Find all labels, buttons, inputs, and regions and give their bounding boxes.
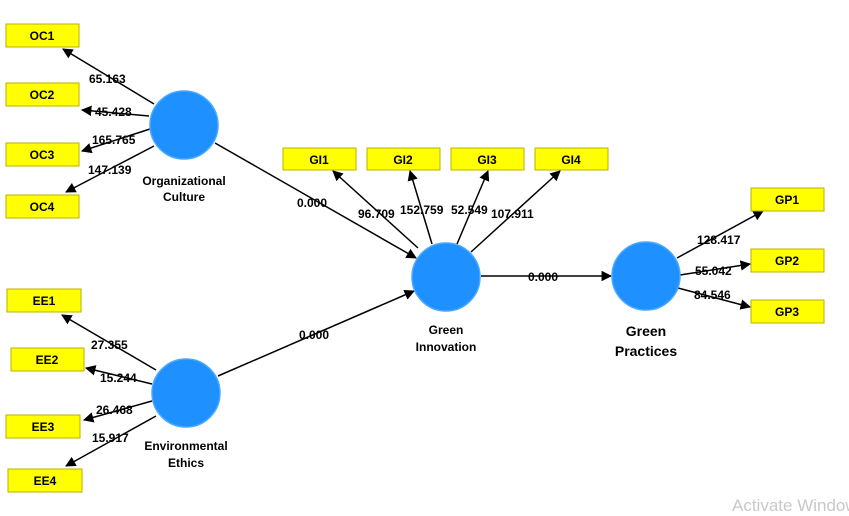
loading-oc2: 45.428 (95, 105, 132, 119)
loading-oc4: 147.139 (88, 163, 132, 177)
indicator-gp3: GP3 (750, 299, 825, 324)
svg-text:OC2: OC2 (30, 88, 55, 102)
indicator-gp1: GP1 (750, 187, 825, 212)
svg-text:EE3: EE3 (32, 420, 55, 434)
latent-gi-label-1: Green (429, 323, 464, 337)
edge-gi-gi3 (456, 170, 490, 245)
latent-ee-label-1: Environmental (144, 439, 227, 453)
indicator-gi2: GI2 (366, 147, 441, 171)
loading-gp3: 84.546 (694, 288, 731, 302)
svg-text:EE4: EE4 (34, 474, 57, 488)
latent-gp-label-1: Green (626, 323, 666, 339)
indicator-oc4: OC4 (5, 194, 80, 219)
edge-oc-oc3 (81, 128, 151, 154)
edge-gp-gp3 (677, 287, 752, 310)
indicator-gi1: GI1 (282, 147, 357, 171)
svg-text:GP2: GP2 (775, 254, 799, 268)
indicator-gp2: GP2 (750, 248, 825, 273)
loading-gp2: 55.042 (695, 264, 732, 278)
edge-ee-ee1 (61, 314, 157, 371)
indicator-gi4: GI4 (534, 147, 609, 171)
loading-oc3: 165.765 (92, 133, 136, 147)
edge-gi-gi4 (470, 170, 561, 253)
latent-oc-label-2: Culture (163, 190, 205, 204)
latent-gp-circle (611, 241, 681, 311)
edge-gp-gp1 (676, 210, 764, 259)
svg-text:OC1: OC1 (30, 29, 55, 43)
edge-gi-gi1 (332, 170, 419, 249)
svg-text:GI3: GI3 (477, 153, 497, 167)
path-oc-gi (214, 142, 417, 259)
loading-gi1: 96.709 (358, 207, 395, 221)
svg-text:GI4: GI4 (561, 153, 581, 167)
indicator-oc1: OC1 (5, 23, 80, 48)
indicator-ee2: EE2 (10, 347, 85, 372)
latent-gp-label-2: Practices (615, 343, 677, 359)
edge-gp-gp2 (679, 260, 752, 276)
latent-ee-circle (151, 358, 221, 428)
edge-oc-oc1 (62, 48, 155, 105)
svg-text:EE2: EE2 (36, 353, 59, 367)
svg-text:GI2: GI2 (393, 153, 413, 167)
svg-text:OC4: OC4 (30, 200, 55, 214)
edge-ee-ee2 (84, 365, 153, 385)
loading-gi3: 52.549 (451, 203, 488, 217)
loading-ee1: 27.355 (91, 338, 128, 352)
indicator-oc2: OC2 (5, 82, 80, 107)
svg-text:GI1: GI1 (309, 153, 329, 167)
loading-ee2: 15.244 (100, 371, 137, 385)
path-label-oc-gi: 0.000 (297, 196, 327, 210)
indicator-gi3: GI3 (450, 147, 525, 171)
loading-gp1: 128.417 (697, 233, 741, 247)
loading-gi2: 152.759 (400, 203, 444, 217)
indicator-ee3: EE3 (5, 414, 81, 439)
path-label-gi-gp: 0.000 (528, 270, 558, 284)
path-ee-gi (217, 289, 415, 377)
edge-ee-ee3 (82, 400, 153, 423)
indicator-oc3: OC3 (5, 142, 80, 167)
edge-oc-oc2 (80, 105, 150, 117)
latent-gi-label-2: Innovation (416, 340, 477, 354)
loading-oc1: 65.163 (89, 72, 126, 86)
edge-gi-gi2 (407, 169, 433, 245)
activate-windows-watermark: Activate Windows (732, 496, 849, 515)
svg-text:OC3: OC3 (30, 148, 55, 162)
indicator-ee1: EE1 (6, 288, 82, 313)
loading-ee3: 26.468 (96, 403, 133, 417)
latent-oc-circle (149, 90, 219, 160)
edge-oc-oc4 (65, 145, 155, 193)
indicator-ee4: EE4 (7, 468, 83, 493)
latent-gi-circle (411, 242, 481, 312)
svg-text:EE1: EE1 (33, 294, 56, 308)
svg-text:GP1: GP1 (775, 193, 799, 207)
latent-ee-label-2: Ethics (168, 456, 204, 470)
loading-ee4: 15.917 (92, 431, 129, 445)
path-label-ee-gi: 0.000 (299, 328, 329, 342)
latent-oc-label-1: Organizational (142, 174, 225, 188)
loading-gi4: 107.911 (491, 207, 534, 221)
svg-text:GP3: GP3 (775, 305, 799, 319)
edge-ee-ee4 (65, 415, 157, 467)
